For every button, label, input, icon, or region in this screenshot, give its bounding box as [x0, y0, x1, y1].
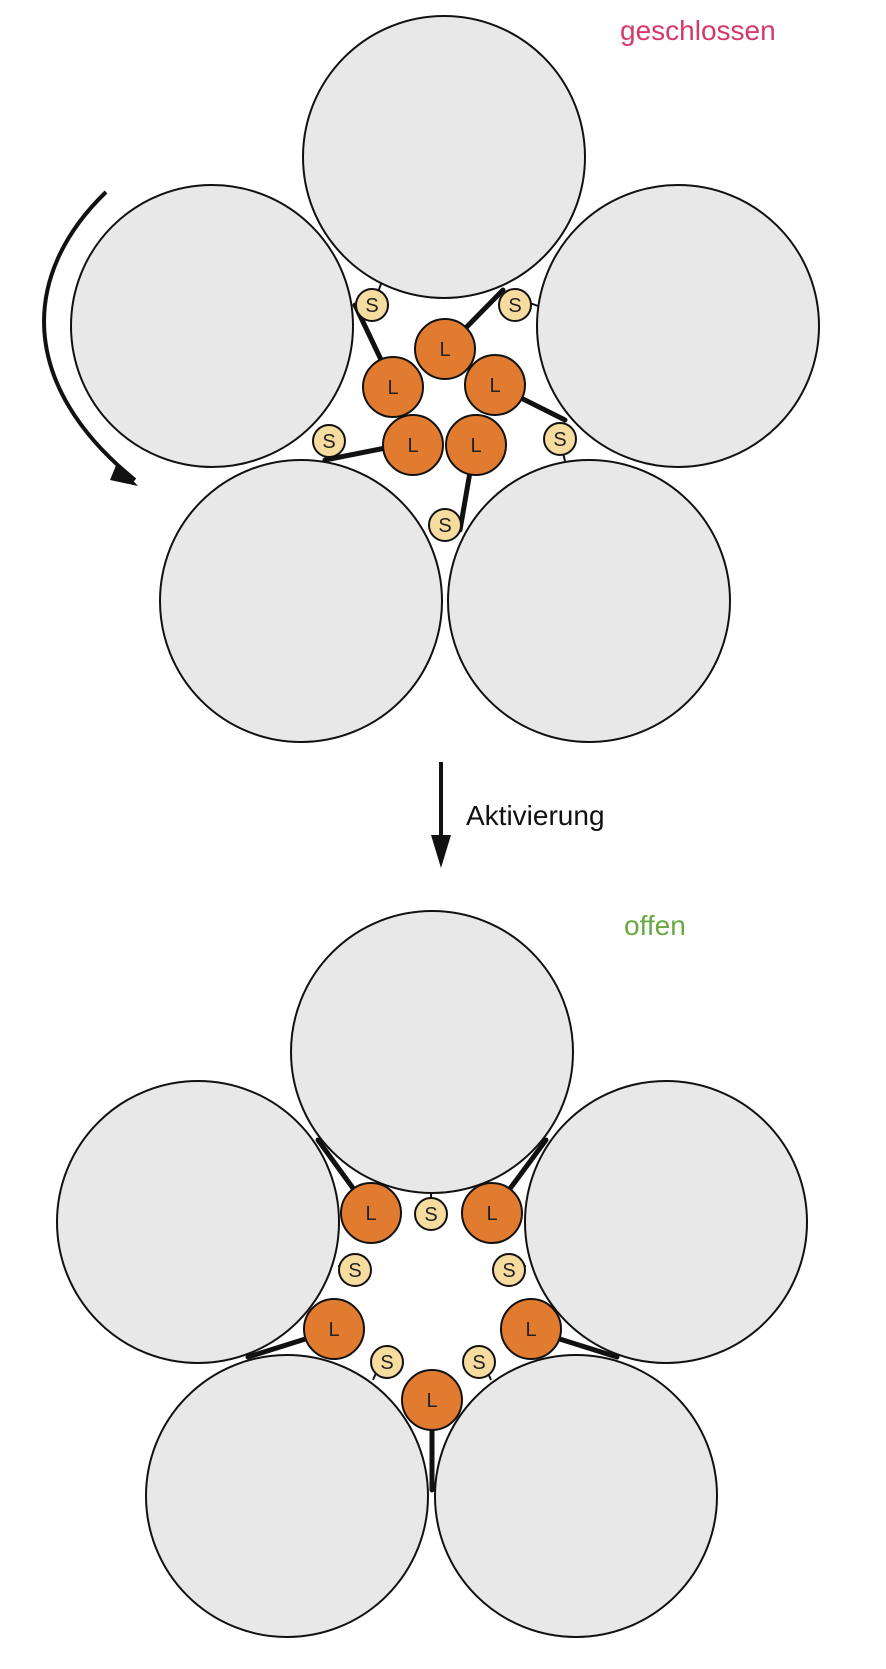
- large-site: L: [414, 318, 476, 380]
- large-site: L: [362, 356, 424, 418]
- large-site-label: L: [365, 1203, 376, 1225]
- small-site-label: S: [508, 295, 521, 317]
- small-site: S: [492, 1253, 526, 1287]
- small-site-label: S: [380, 1352, 393, 1374]
- small-site: S: [355, 288, 389, 322]
- small-site: S: [543, 422, 577, 456]
- large-site: L: [401, 1369, 463, 1431]
- small-site: S: [338, 1253, 372, 1287]
- small-site: S: [370, 1345, 404, 1379]
- large-site: L: [382, 414, 444, 476]
- small-site-label: S: [502, 1260, 515, 1282]
- large-site: L: [340, 1182, 402, 1244]
- small-site-label: S: [472, 1352, 485, 1374]
- subunit: [159, 459, 443, 743]
- subunit: [536, 184, 820, 468]
- small-site-label: S: [365, 295, 378, 317]
- rotation-arrowhead: [110, 463, 138, 486]
- open-small-sites: S S S S S: [338, 1197, 526, 1379]
- large-site-label: L: [439, 339, 450, 361]
- closed-state-label: geschlossen: [620, 15, 776, 46]
- small-site-label: S: [553, 429, 566, 451]
- large-site-label: L: [387, 377, 398, 399]
- small-site: S: [498, 288, 532, 322]
- open-subunits: [56, 910, 808, 1638]
- subunit: [70, 184, 354, 468]
- large-site-label: L: [407, 435, 418, 457]
- large-site: L: [461, 1182, 523, 1244]
- open-state: offen S: [56, 910, 808, 1638]
- large-site-label: L: [328, 1319, 339, 1341]
- open-large-sites: L L L L L: [303, 1182, 562, 1431]
- closed-small-sites: S S S S S: [312, 288, 577, 542]
- small-site: S: [312, 424, 346, 458]
- large-site-label: L: [525, 1319, 536, 1341]
- subunit: [447, 459, 731, 743]
- large-site-label: L: [470, 435, 481, 457]
- activation-label: Aktivierung: [466, 800, 605, 831]
- rotation-arrow: [42, 190, 137, 482]
- small-site-label: S: [322, 431, 335, 453]
- small-site-label: S: [438, 515, 451, 537]
- closed-large-sites: L L L L L: [362, 318, 526, 476]
- small-site-label: S: [348, 1260, 361, 1282]
- subunit: [56, 1080, 340, 1364]
- subunit: [434, 1354, 718, 1638]
- large-site: L: [500, 1298, 562, 1360]
- large-site: L: [445, 414, 507, 476]
- small-site: S: [428, 508, 462, 542]
- subunit: [302, 15, 586, 299]
- closed-state: geschlossen: [42, 15, 820, 743]
- large-site-label: L: [489, 375, 500, 397]
- activation-arrowhead: [431, 835, 451, 868]
- small-site: S: [462, 1345, 496, 1379]
- large-site-label: L: [426, 1390, 437, 1412]
- subunit: [524, 1080, 808, 1364]
- transition: Aktivierung: [431, 762, 605, 868]
- subunit: [290, 910, 574, 1194]
- small-site-label: S: [424, 1204, 437, 1226]
- small-site: S: [414, 1197, 448, 1231]
- open-state-label: offen: [624, 910, 686, 941]
- large-site: L: [303, 1298, 365, 1360]
- closed-subunits: [70, 15, 820, 743]
- large-site-label: L: [486, 1203, 497, 1225]
- large-site: L: [464, 354, 526, 416]
- subunit: [145, 1354, 429, 1638]
